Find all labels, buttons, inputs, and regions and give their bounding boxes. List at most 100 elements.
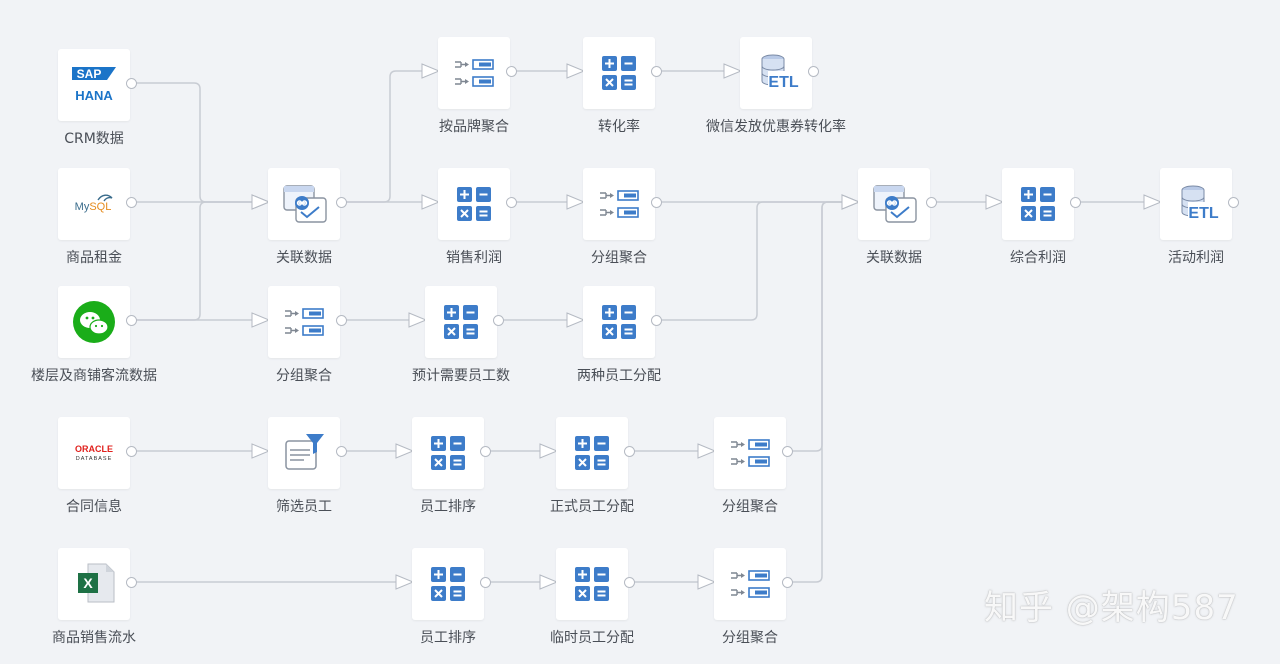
watermark: 知乎 @架构587 — [984, 588, 1239, 628]
node-activity[interactable]: ETL — [1160, 168, 1239, 240]
node-label-alloc2: 两种员工分配 — [577, 368, 661, 384]
output-port[interactable] — [126, 577, 137, 588]
node-label-profit: 销售利润 — [446, 250, 502, 266]
output-port[interactable] — [126, 315, 137, 326]
mysql-icon: MySQL — [75, 194, 113, 213]
output-port[interactable] — [506, 197, 517, 208]
output-port[interactable] — [126, 197, 137, 208]
node-label-group2: 分组聚合 — [591, 250, 647, 266]
arrow-join1-brand_agg — [421, 63, 441, 79]
node-label-join2: 关联数据 — [866, 250, 922, 266]
output-port[interactable] — [808, 66, 819, 77]
node-join1[interactable] — [268, 168, 347, 240]
node-label-filter: 筛选员工 — [276, 499, 332, 515]
arrow-sales_flow-sort2 — [395, 574, 415, 590]
node-sort1[interactable] — [412, 417, 491, 489]
node-label-temp: 临时员工分配 — [550, 630, 634, 646]
group-icon — [600, 190, 639, 218]
node-temp[interactable] — [556, 548, 635, 620]
arrow-sort2-temp — [539, 574, 559, 590]
output-port[interactable] — [336, 197, 347, 208]
calc-icon — [431, 567, 465, 601]
node-label-sort1: 员工排序 — [420, 499, 476, 515]
output-port[interactable] — [624, 577, 635, 588]
output-port[interactable] — [1228, 197, 1239, 208]
group-icon — [455, 59, 494, 87]
output-port[interactable] — [336, 446, 347, 457]
node-overall[interactable] — [1002, 168, 1081, 240]
arrow-filter-sort1 — [395, 443, 415, 459]
etl-icon: ETL — [1181, 185, 1219, 222]
group-icon — [285, 308, 324, 336]
node-traffic[interactable] — [58, 286, 137, 358]
calc-icon — [1021, 187, 1055, 221]
node-label-wechat_out: 微信发放优惠券转化率 — [706, 119, 846, 135]
node-alloc2[interactable] — [583, 286, 662, 358]
node-sort2[interactable] — [412, 548, 491, 620]
node-group2[interactable] — [583, 168, 662, 240]
node-group3[interactable] — [714, 417, 793, 489]
arrow-contract-filter — [251, 443, 271, 459]
output-port[interactable] — [126, 78, 137, 89]
arrow-est_staff-alloc2 — [566, 312, 586, 328]
output-port[interactable] — [651, 66, 662, 77]
node-group4[interactable] — [714, 548, 793, 620]
output-port[interactable] — [782, 577, 793, 588]
output-port[interactable] — [480, 446, 491, 457]
node-label-group3: 分组聚合 — [722, 499, 778, 515]
calc-icon — [431, 436, 465, 470]
output-port[interactable] — [651, 315, 662, 326]
node-wechat_out[interactable]: ETL — [740, 37, 819, 109]
svg-text:HANA: HANA — [75, 88, 113, 103]
output-port[interactable] — [506, 66, 517, 77]
node-label-sales_flow: 商品销售流水 — [52, 630, 136, 646]
calc-icon — [457, 187, 491, 221]
node-contract[interactable]: ORACLE DATABASE — [58, 417, 137, 489]
excel-icon: X — [78, 563, 115, 603]
join-icon — [873, 185, 917, 223]
node-label-conv: 转化率 — [598, 119, 640, 135]
arrow-traffic-group1 — [251, 312, 271, 328]
calc-icon — [602, 305, 636, 339]
node-sales_flow[interactable]: X — [58, 548, 137, 620]
arrow-profit-group2 — [566, 194, 586, 210]
output-port[interactable] — [782, 446, 793, 457]
svg-text:ETL: ETL — [1188, 205, 1218, 222]
node-group1[interactable] — [268, 286, 347, 358]
node-formal[interactable] — [556, 417, 635, 489]
node-profit[interactable] — [438, 168, 517, 240]
node-label-crm: CRM数据 — [64, 131, 124, 147]
output-port[interactable] — [651, 197, 662, 208]
group-icon — [731, 439, 770, 467]
output-port[interactable] — [480, 577, 491, 588]
node-label-formal: 正式员工分配 — [550, 499, 634, 515]
node-filter[interactable] — [268, 417, 347, 489]
output-port[interactable] — [926, 197, 937, 208]
arrow-formal-group3 — [697, 443, 717, 459]
output-port[interactable] — [336, 315, 347, 326]
join-icon — [283, 185, 327, 223]
arrow-overall-activity — [1143, 194, 1163, 210]
node-label-rent: 商品租金 — [66, 250, 122, 266]
output-port[interactable] — [493, 315, 504, 326]
svg-text:ETL: ETL — [768, 74, 798, 91]
arrow-join2-overall — [985, 194, 1005, 210]
node-label-est_staff: 预计需要员工数 — [412, 368, 510, 384]
output-port[interactable] — [1070, 197, 1081, 208]
node-label-overall: 综合利润 — [1010, 250, 1066, 266]
node-join2[interactable] — [858, 168, 937, 240]
node-rent[interactable]: MySQL — [58, 168, 137, 240]
arrow-traffic-join1 — [251, 194, 271, 210]
node-conv[interactable] — [583, 37, 662, 109]
edge-group4-join2 — [790, 201, 842, 583]
output-port[interactable] — [126, 446, 137, 457]
calc-icon — [602, 56, 636, 90]
node-est_staff[interactable] — [425, 286, 504, 358]
group-icon — [731, 570, 770, 598]
arrow-join1-profit — [421, 194, 441, 210]
output-port[interactable] — [624, 446, 635, 457]
arrow-temp-group4 — [697, 574, 717, 590]
calc-icon — [575, 436, 609, 470]
node-brand_agg[interactable] — [438, 37, 517, 109]
node-crm[interactable]: SAP HANA — [58, 49, 137, 121]
